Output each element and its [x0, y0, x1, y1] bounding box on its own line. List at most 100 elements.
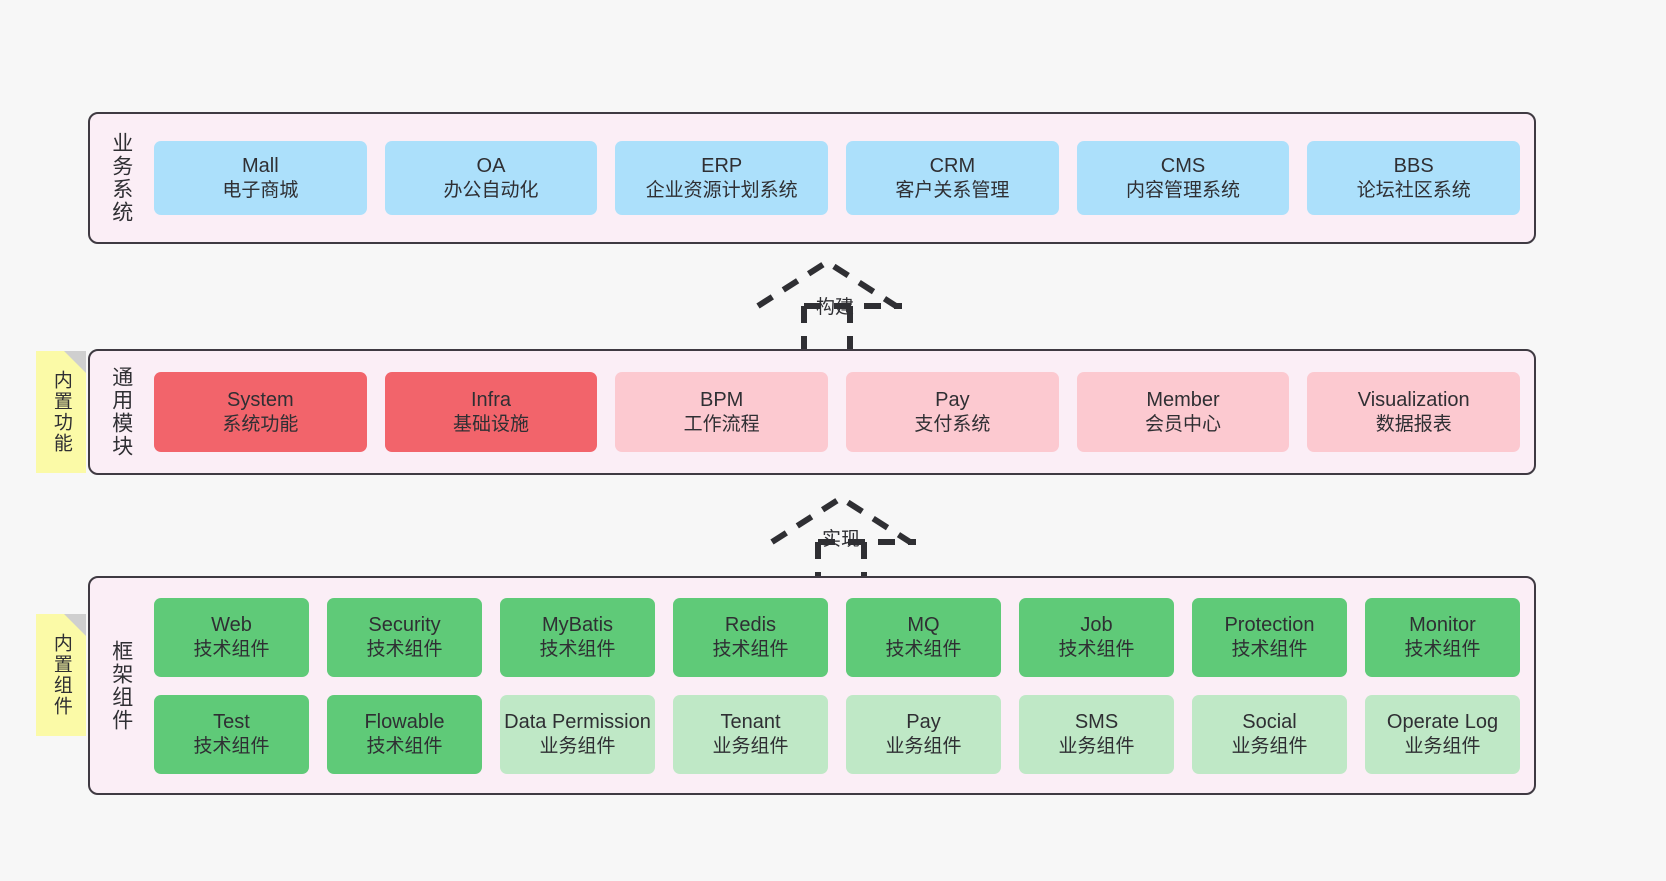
card-mall[interactable]: Mall 电子商城 — [154, 141, 367, 215]
card-flowable[interactable]: Flowable 技术组件 — [327, 694, 482, 774]
card-crm[interactable]: CRM 客户关系管理 — [846, 141, 1059, 215]
card-row: Web 技术组件 Security 技术组件 MyBatis 技术组件 Redi… — [154, 597, 1520, 677]
card-title: Monitor — [1409, 614, 1476, 637]
card-subtitle: 工作流程 — [683, 413, 760, 435]
card-subtitle: 技术组件 — [885, 638, 962, 660]
card-pay[interactable]: Pay 支付系统 — [846, 372, 1059, 452]
card-erp[interactable]: ERP 企业资源计划系统 — [615, 141, 829, 215]
card-title: Member — [1146, 389, 1220, 412]
layer-common-modules: 通用模块 System 系统功能 Infra 基础设施 BPM 工作流程 Pay… — [88, 349, 1536, 475]
card-subtitle: 技术组件 — [1231, 638, 1308, 660]
card-subtitle: 业务组件 — [712, 735, 789, 757]
card-data-permission[interactable]: Data Permission 业务组件 — [500, 694, 655, 774]
layer-title-common: 通用模块 — [109, 366, 133, 458]
card-subtitle: 技术组件 — [366, 638, 443, 660]
card-web[interactable]: Web 技术组件 — [154, 597, 309, 677]
card-bpm[interactable]: BPM 工作流程 — [615, 372, 829, 452]
card-subtitle: 基础设施 — [453, 413, 530, 435]
card-title: Mall — [242, 155, 279, 178]
card-subtitle: 系统功能 — [222, 413, 299, 435]
sticky-note-builtin-components: 内置组件 — [36, 614, 86, 736]
uml-arrow-implement-label: 实现 — [822, 529, 861, 550]
card-oa[interactable]: OA 办公自动化 — [384, 141, 598, 215]
layer-business-systems: 业务系统 Mall 电子商城 OA 办公自动化 ERP 企业资源计划系统 CRM… — [88, 112, 1536, 244]
card-subtitle: 技术组件 — [1058, 638, 1135, 660]
card-job[interactable]: Job 技术组件 — [1019, 597, 1174, 677]
card-operate-log[interactable]: Operate Log 业务组件 — [1365, 694, 1520, 774]
card-security[interactable]: Security 技术组件 — [327, 597, 482, 677]
layer-body-framework: Web 技术组件 Security 技术组件 MyBatis 技术组件 Redi… — [142, 578, 1534, 793]
card-title: CRM — [929, 155, 976, 178]
card-row: Test 技术组件 Flowable 技术组件 Data Permission … — [154, 694, 1520, 774]
layer-body-business: Mall 电子商城 OA 办公自动化 ERP 企业资源计划系统 CRM 客户关系… — [142, 114, 1534, 242]
card-subtitle: 数据报表 — [1375, 413, 1452, 435]
card-subtitle: 技术组件 — [712, 638, 789, 660]
card-title: Pay — [935, 389, 970, 412]
card-monitor[interactable]: Monitor 技术组件 — [1365, 597, 1520, 677]
card-title: Job — [1080, 614, 1113, 637]
card-bbs[interactable]: BBS 论坛社区系统 — [1307, 141, 1521, 215]
card-subtitle: 电子商城 — [222, 179, 299, 201]
card-subtitle: 会员中心 — [1145, 413, 1222, 435]
card-subtitle: 办公自动化 — [443, 179, 539, 201]
layer-title-business: 业务系统 — [109, 132, 133, 224]
card-subtitle: 技术组件 — [1404, 638, 1481, 660]
card-mybatis[interactable]: MyBatis 技术组件 — [500, 597, 655, 677]
layer-framework-components: 框架组件 Web 技术组件 Security 技术组件 MyBatis 技术组件… — [88, 576, 1536, 795]
card-subtitle: 业务组件 — [1058, 735, 1135, 757]
card-test[interactable]: Test 技术组件 — [154, 694, 309, 774]
card-title: Security — [368, 614, 441, 637]
card-infra[interactable]: Infra 基础设施 — [384, 372, 598, 452]
card-system[interactable]: System 系统功能 — [154, 372, 367, 452]
card-title: OA — [476, 155, 506, 178]
card-title: Social — [1242, 711, 1297, 734]
card-tenant[interactable]: Tenant 业务组件 — [673, 694, 828, 774]
card-subtitle: 业务组件 — [1404, 735, 1481, 757]
sticky-note-builtin-features: 内置功能 — [36, 351, 86, 473]
card-subtitle: 论坛社区系统 — [1356, 179, 1471, 201]
card-subtitle: 技术组件 — [193, 638, 270, 660]
card-protection[interactable]: Protection 技术组件 — [1192, 597, 1347, 677]
uml-arrow-build-label: 构建 — [816, 297, 855, 318]
card-mq[interactable]: MQ 技术组件 — [846, 597, 1001, 677]
card-title: Flowable — [364, 711, 445, 734]
card-subtitle: 技术组件 — [366, 735, 443, 757]
card-title: MQ — [907, 614, 940, 637]
card-visualization[interactable]: Visualization 数据报表 — [1307, 372, 1521, 452]
card-title: Visualization — [1357, 389, 1470, 412]
layer-body-common: System 系统功能 Infra 基础设施 BPM 工作流程 Pay 支付系统… — [142, 351, 1534, 473]
card-member[interactable]: Member 会员中心 — [1076, 372, 1290, 452]
card-sms[interactable]: SMS 业务组件 — [1019, 694, 1174, 774]
card-subtitle: 业务组件 — [539, 735, 616, 757]
card-pay-business[interactable]: Pay 业务组件 — [846, 694, 1001, 774]
card-subtitle: 技术组件 — [193, 735, 270, 757]
card-subtitle: 技术组件 — [539, 638, 616, 660]
card-cms[interactable]: CMS 内容管理系统 — [1076, 141, 1290, 215]
card-title: Infra — [470, 389, 512, 412]
card-title: System — [226, 389, 294, 412]
card-title: Data Permission — [504, 711, 651, 734]
card-subtitle: 企业资源计划系统 — [645, 179, 798, 201]
card-title: BPM — [700, 389, 744, 412]
card-title: Operate Log — [1386, 711, 1499, 734]
card-title: Redis — [724, 614, 777, 637]
card-title: ERP — [701, 155, 743, 178]
card-social[interactable]: Social 业务组件 — [1192, 694, 1347, 774]
card-title: CMS — [1160, 155, 1206, 178]
card-title: SMS — [1074, 711, 1119, 734]
card-title: Web — [211, 614, 252, 637]
card-subtitle: 支付系统 — [914, 413, 991, 435]
card-redis[interactable]: Redis 技术组件 — [673, 597, 828, 677]
card-title: Test — [213, 711, 250, 734]
card-title: Tenant — [720, 711, 781, 734]
card-title: BBS — [1393, 155, 1434, 178]
card-subtitle: 业务组件 — [885, 735, 962, 757]
card-subtitle: 客户关系管理 — [895, 179, 1010, 201]
card-row: System 系统功能 Infra 基础设施 BPM 工作流程 Pay 支付系统… — [154, 372, 1521, 452]
card-title: Pay — [906, 711, 941, 734]
card-title: MyBatis — [541, 614, 614, 637]
card-subtitle: 内容管理系统 — [1126, 179, 1241, 201]
card-subtitle: 业务组件 — [1231, 735, 1308, 757]
card-row: Mall 电子商城 OA 办公自动化 ERP 企业资源计划系统 CRM 客户关系… — [154, 141, 1521, 215]
layer-title-framework: 框架组件 — [109, 639, 133, 732]
